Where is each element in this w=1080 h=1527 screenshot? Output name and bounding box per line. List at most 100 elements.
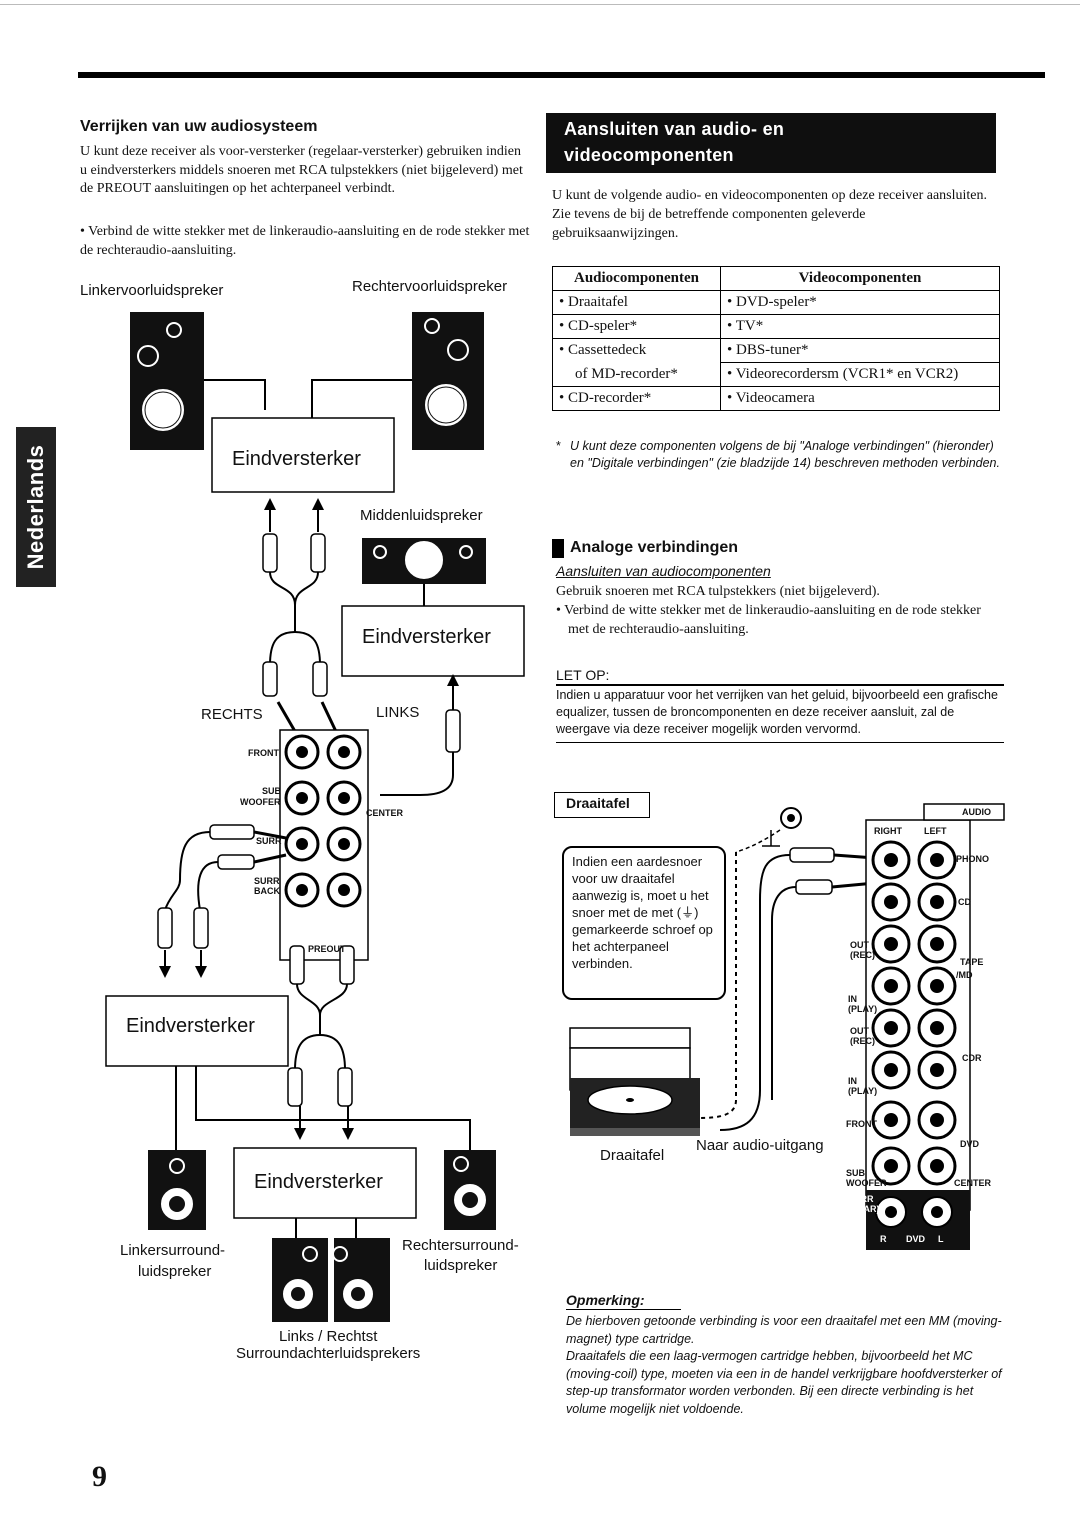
turntable-icon bbox=[569, 1027, 700, 1136]
note-text-1: De hierboven getoonde verbinding is voor… bbox=[566, 1314, 1002, 1346]
front-left-speaker-label: Linkervoorluidspreker bbox=[80, 282, 224, 299]
table-row: • CD-speler* • TV* bbox=[552, 314, 1000, 339]
let-op-text: Indien u apparatuur voor het verrijken v… bbox=[556, 688, 998, 736]
back-pair-label: Links / Rechtst bbox=[279, 1328, 378, 1345]
surround-left-speaker-icon bbox=[148, 1150, 206, 1230]
jack-out-rec-label: OUT (REC) bbox=[850, 940, 875, 960]
jack-phono-label: PHONO bbox=[956, 854, 990, 864]
surround-right-label-2: luidspreker bbox=[424, 1257, 498, 1274]
back-speakers-label: Surroundachterluidsprekers bbox=[236, 1345, 421, 1362]
panel-right-label: RIGHT bbox=[874, 826, 902, 836]
table-header-video: Videocomponenten bbox=[720, 266, 1000, 291]
ground-note-text: Indien een aardesnoer voor uw draaitafel… bbox=[572, 854, 713, 971]
jack-surr-back-label: SURR BACK bbox=[254, 876, 280, 896]
table-row: • Cassettedeck • DBS-tuner* bbox=[552, 338, 1000, 363]
center-speaker-label: Middenluidspreker bbox=[360, 507, 483, 524]
analog-subheading: Aansluiten van audiocomponenten bbox=[556, 563, 771, 579]
surround-left-label-2: luidspreker bbox=[138, 1263, 212, 1280]
enrich-bullet-text: Verbind de witte stekker met de linkerau… bbox=[80, 224, 530, 258]
jack-center-right-label: CENTER bbox=[954, 1178, 992, 1188]
surround-left-label-1: Linkersurround- bbox=[120, 1242, 226, 1259]
asterisk-note: * U kunt deze componenten volgens de bij… bbox=[556, 438, 1006, 472]
bullet-dot: • bbox=[80, 224, 89, 239]
amp-box-back bbox=[233, 1147, 417, 1219]
jack-surr-label: SURR bbox=[256, 836, 282, 846]
analog-text: Gebruik snoeren met RCA tulpstekkers (ni… bbox=[556, 584, 880, 599]
analog-heading: Analoge verbindingen bbox=[570, 539, 739, 556]
bottom-r-label: R bbox=[880, 1234, 887, 1244]
enrich-bullet: • Verbind de witte stekker met de linker… bbox=[80, 223, 530, 260]
table-row: • CD-recorder* • Videocamera bbox=[552, 386, 1000, 411]
surround-back-right-speaker-icon bbox=[332, 1238, 390, 1322]
analog-bullet-text: Verbind de witte stekker met de linkerau… bbox=[564, 603, 981, 637]
amp-label-front: Eindversterker bbox=[232, 448, 361, 470]
table-cell: of MD-recorder* bbox=[552, 362, 721, 387]
top-hairline bbox=[0, 4, 1080, 5]
panel-audio-label: AUDIO bbox=[962, 807, 991, 817]
jack-front-label: FRONT bbox=[248, 748, 279, 758]
table-cell: • CD-speler* bbox=[552, 314, 721, 339]
preout-jack-panel-icon bbox=[279, 729, 369, 961]
table-cell: • TV* bbox=[720, 314, 1000, 339]
note-underline bbox=[566, 1309, 681, 1310]
turntable-section-label: Draaitafel bbox=[566, 795, 630, 811]
section-banner: Aansluiten van audio- en videocomponente… bbox=[546, 113, 996, 173]
panel-left-label: LEFT bbox=[924, 826, 947, 836]
enrich-paragraph: U kunt deze receiver als voor-versterker… bbox=[80, 144, 523, 196]
language-tab: Nederlands bbox=[16, 427, 56, 587]
amp-label-center: Eindversterker bbox=[362, 626, 491, 648]
table-cell: • DVD-speler* bbox=[720, 290, 1000, 315]
jack-sub-woofer-label: SUB WOOFER bbox=[846, 1168, 887, 1188]
jack-dvd-label: DVD bbox=[960, 1139, 980, 1149]
analog-bullet: • Verbind de witte stekker met de linker… bbox=[556, 603, 981, 637]
jack-in-play-cdr-label: IN (PLAY) bbox=[848, 1076, 878, 1096]
jack-tape-label: TAPE bbox=[960, 957, 984, 967]
ground-note-box bbox=[562, 846, 726, 1000]
section-square-marker bbox=[552, 539, 564, 558]
jack-in-play-label: IN (PLAY) bbox=[848, 994, 878, 1014]
rear-panel-icon bbox=[865, 803, 1005, 1250]
audio-output-label: Naar audio-uitgang bbox=[696, 1137, 824, 1154]
table-cell: • DBS-tuner* bbox=[720, 338, 1000, 363]
table-row: of MD-recorder* • Videorecordersm (VCR1*… bbox=[552, 362, 1000, 387]
banner-line-1: Aansluiten van audio- en bbox=[564, 119, 785, 139]
jack-cdr-label: CDR bbox=[962, 1053, 982, 1063]
table-cell: • CD-recorder* bbox=[552, 386, 721, 411]
surround-right-label-1: Rechtersurround- bbox=[402, 1237, 519, 1254]
jack-sub-label: SUB bbox=[262, 786, 282, 796]
table-cell: • Videocamera bbox=[720, 386, 1000, 411]
note-text-2: Draaitafels die een laag-vermogen cartri… bbox=[566, 1349, 1002, 1416]
note-title: Opmerking: bbox=[566, 1292, 645, 1308]
front-right-speaker-label: Rechtervoorluidspreker bbox=[352, 278, 508, 295]
table-cell: • Draaitafel bbox=[552, 290, 721, 315]
turntable-diagram bbox=[569, 803, 1005, 1250]
page-number: 9 bbox=[92, 1460, 107, 1493]
turntable-section-box: Draaitafel bbox=[554, 792, 650, 818]
let-op-title: LET OP: bbox=[556, 667, 610, 683]
section-heading-enrich: Verrijken van uw audiosysteem bbox=[80, 118, 318, 135]
jack-surr-rear-label: SURR (REAR) bbox=[848, 1194, 880, 1214]
analog-text-block: Gebruik snoeren met RCA tulpstekkers (ni… bbox=[556, 582, 1004, 639]
front-right-speaker-icon bbox=[412, 312, 484, 450]
table-cell: • Cassettedeck bbox=[552, 338, 721, 363]
center-speaker-icon bbox=[362, 538, 486, 584]
surround-right-speaker-icon bbox=[444, 1150, 496, 1230]
intro-paragraph: U kunt de volgende audio- en videocompon… bbox=[552, 188, 988, 241]
top-rule bbox=[78, 72, 1045, 78]
jack-woofer-label: WOOFER bbox=[240, 797, 281, 807]
amp-box-front bbox=[211, 417, 395, 493]
rechts-label: RECHTS bbox=[201, 706, 263, 723]
jack-out-rec-cdr-label: OUT (REC) bbox=[850, 1026, 875, 1046]
amp-box-surround bbox=[105, 995, 289, 1067]
ground-screw-icon bbox=[762, 807, 802, 847]
jack-cd-label: CD bbox=[958, 897, 971, 907]
jack-preout-label: PREOUT bbox=[308, 944, 346, 954]
turntable-label: Draaitafel bbox=[600, 1147, 665, 1164]
let-op-bottom-rule bbox=[556, 742, 1004, 743]
amp-label-surround: Eindversterker bbox=[126, 1015, 255, 1037]
note-body: De hierboven getoonde verbinding is voor… bbox=[566, 1313, 1014, 1418]
components-table: Audiocomponenten Videocomponenten • Draa… bbox=[552, 266, 1000, 411]
jack-center-label: CENTER bbox=[366, 808, 404, 818]
table-header-row: Audiocomponenten Videocomponenten bbox=[552, 266, 1000, 291]
bottom-dvd-label: DVD bbox=[906, 1234, 926, 1244]
